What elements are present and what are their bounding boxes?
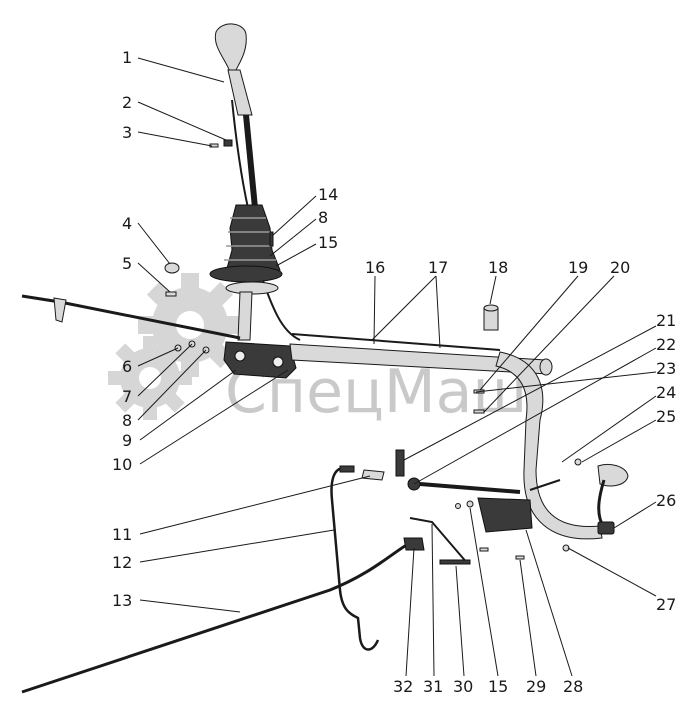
callout-19: 19 <box>568 258 588 277</box>
callout-28: 28 <box>563 677 583 696</box>
bracket-right <box>562 458 629 552</box>
callout-21: 21 <box>656 311 676 330</box>
callout-14: 14 <box>318 185 338 204</box>
rubber-boot <box>209 204 283 283</box>
callout-8b: 8 <box>318 208 328 227</box>
rod-clip <box>53 297 67 323</box>
washer-15-lower <box>466 500 474 508</box>
washer-15b <box>455 503 461 509</box>
rod-end-11 <box>339 465 355 473</box>
plate-28 <box>477 497 533 533</box>
callout-2: 2 <box>122 93 132 112</box>
screw-14 <box>269 231 274 247</box>
sleeve-11 <box>361 469 385 481</box>
callout-32: 32 <box>393 677 413 696</box>
callout-3: 3 <box>122 123 132 142</box>
callout-6: 6 <box>122 357 132 376</box>
nut-4 <box>164 262 180 274</box>
callout-15a: 15 <box>318 233 338 252</box>
callout-1: 1 <box>122 48 132 67</box>
callout-7: 7 <box>122 387 132 406</box>
bolt-30 <box>439 559 471 565</box>
cable-13 <box>21 542 409 694</box>
rod-12 <box>330 466 380 651</box>
callout-10: 10 <box>112 455 132 474</box>
callout-11: 11 <box>112 525 132 544</box>
pin-small <box>479 547 489 552</box>
callout-20: 20 <box>610 258 630 277</box>
callout-4: 4 <box>122 214 132 233</box>
pivot-housing <box>223 341 297 379</box>
callout-13: 13 <box>112 591 132 610</box>
bolt-5 <box>165 291 177 297</box>
lever-lower-stem <box>237 291 253 341</box>
callout-18: 18 <box>488 258 508 277</box>
spring-31 <box>409 517 469 565</box>
pin-29 <box>515 555 525 560</box>
bushing-18-top <box>483 304 499 312</box>
callout-9: 9 <box>122 431 132 450</box>
callout-12: 12 <box>112 553 132 572</box>
callout-26: 26 <box>656 491 676 510</box>
callout-24: 24 <box>656 383 676 402</box>
cable-end-32 <box>403 537 425 551</box>
callout-22: 22 <box>656 335 676 354</box>
callout-16: 16 <box>365 258 385 277</box>
link-rod <box>419 482 521 494</box>
callout-31: 31 <box>423 677 443 696</box>
leader-lines <box>137 57 657 677</box>
callout-25: 25 <box>656 407 676 426</box>
callout-29: 29 <box>526 677 546 696</box>
callout-5: 5 <box>122 254 132 273</box>
callout-27: 27 <box>656 595 676 614</box>
pin-23 <box>473 409 485 414</box>
lever-21 <box>395 449 405 477</box>
main-tube <box>289 333 553 376</box>
callout-8a: 8 <box>122 411 132 430</box>
callout-15b: 15 <box>488 677 508 696</box>
callout-numbers: 1 2 3 4 5 6 7 8 9 10 11 12 13 14 8 15 16… <box>112 48 676 696</box>
callout-30: 30 <box>453 677 473 696</box>
callout-23: 23 <box>656 359 676 378</box>
callout-17: 17 <box>428 258 448 277</box>
clip-2 <box>223 139 233 147</box>
